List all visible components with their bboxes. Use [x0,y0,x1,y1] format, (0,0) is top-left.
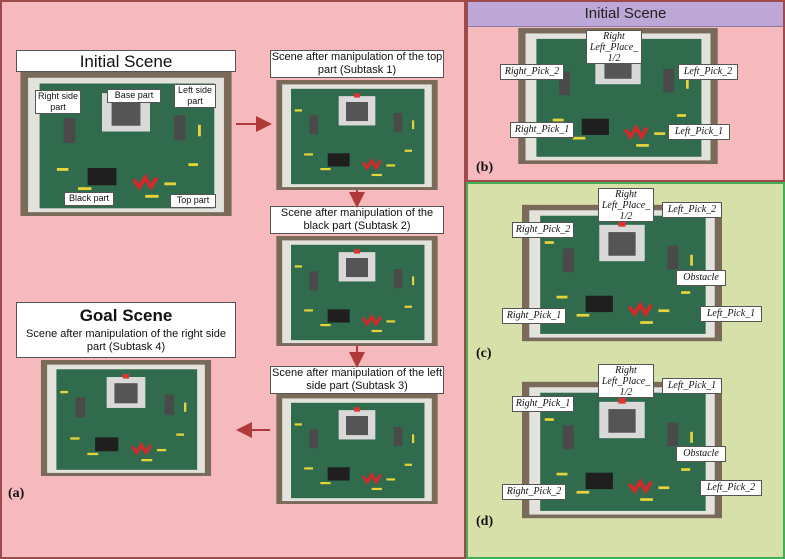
right-side-part-label: Right side part [35,90,81,114]
b-place-label: Right Left_Place_ 1/2 [586,30,642,64]
c-obstacle-label: Obstacle [676,270,726,286]
panel-a-letter: (a) [8,486,25,501]
top-part-label: Top part [170,194,216,208]
d-obstacle-label: Obstacle [676,446,726,462]
base-part-label: Base part [107,89,161,103]
b-right-pick-1-label: Right_Pick_1 [510,122,574,138]
b-left-pick-2-label: Left_Pick_2 [678,64,738,80]
b-right-pick-2-label: Right_Pick_2 [500,64,564,80]
d-right-pick-1-label: Right_Pick_1 [512,396,574,412]
c-left-pick-1-label: Left_Pick_1 [700,306,762,322]
subtask1-caption: Scene after manipulation of the top part… [270,50,444,78]
c-right-pick-1-label: Right_Pick_1 [502,308,566,324]
d-right-pick-2-label: Right_Pick_2 [502,484,566,500]
panel-c-letter: (c) [476,346,492,361]
c-left-pick-2-label: Left_Pick_2 [662,202,722,218]
panel-b: Initial Scene Right_Pick_2 Right Left_Pl… [466,0,785,182]
panel-cd: Right_Pick_2 Right Left_Place_ 1/2 Left_… [466,182,785,559]
goal-scene-title: Goal Scene [79,306,173,325]
goal-scene-box: Goal Scene Scene after manipulation of t… [16,302,236,358]
initial-scene-title: Initial Scene [16,50,236,72]
left-side-part-label: Left side part [174,84,216,108]
c-right-pick-2-label: Right_Pick_2 [512,222,574,238]
subtask2-caption: Scene after manipulation of the black pa… [270,206,444,234]
d-left-pick-1-label: Left_Pick_1 [662,378,722,394]
goal-scene-subtitle: Scene after manipulation of the right si… [26,328,226,353]
panel-b-letter: (b) [476,160,494,175]
d-left-pick-2-label: Left_Pick_2 [700,480,762,496]
subtask3-caption: Scene after manipulation of the left sid… [270,366,444,394]
c-place-label: Right Left_Place_ 1/2 [598,188,654,222]
d-place-label: Right Left_Place_ 1/2 [598,364,654,398]
flow-arrows [236,116,365,438]
b-left-pick-1-label: Left_Pick_1 [668,124,730,140]
panel-a: Initial Scene Right side part Base part … [0,0,466,559]
black-part-label: Black part [64,192,114,206]
panel-d-letter: (d) [476,514,494,529]
panel-b-header: Initial Scene [468,2,783,27]
